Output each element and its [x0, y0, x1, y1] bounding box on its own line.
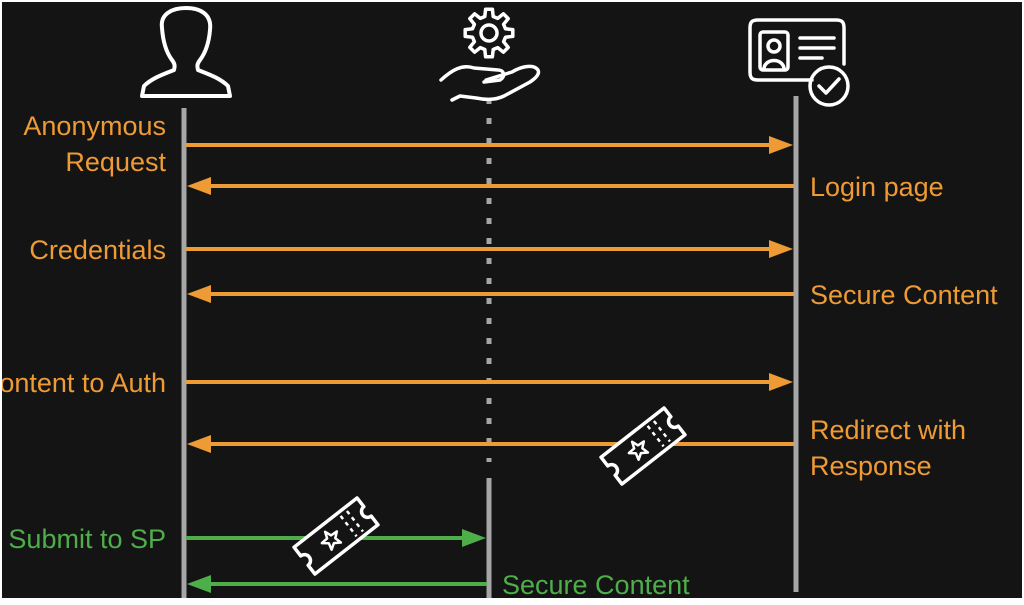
message-7: Submit to SP — [8, 496, 486, 576]
message-label: Secure Content — [810, 280, 998, 310]
ticket-icon — [292, 496, 380, 576]
ticket-icon — [599, 406, 687, 486]
message-5: Content to Auth — [0, 368, 793, 398]
arrowhead — [769, 240, 793, 258]
message-8: Secure Content — [187, 570, 690, 600]
message-label: Secure Content — [502, 570, 690, 600]
message-3: Credentials — [29, 235, 793, 265]
message-label: Login page — [810, 172, 944, 202]
arrowhead — [187, 177, 211, 195]
message-label: Submit to SP — [8, 524, 166, 554]
lifelines — [181, 96, 799, 600]
message-2: Login page — [187, 172, 944, 202]
arrowhead — [462, 529, 486, 547]
message-label: Content to Auth — [0, 368, 166, 398]
arrowhead — [187, 575, 211, 593]
arrowhead — [769, 136, 793, 154]
message-label: Credentials — [29, 235, 166, 265]
arrowhead — [769, 373, 793, 391]
arrowhead — [187, 435, 211, 453]
user-silhouette-icon — [140, 6, 232, 98]
id-card-check-icon — [748, 18, 850, 107]
message-4: Secure Content — [187, 280, 998, 310]
gear-hand-icon — [439, 7, 541, 102]
arrowhead — [187, 285, 211, 303]
